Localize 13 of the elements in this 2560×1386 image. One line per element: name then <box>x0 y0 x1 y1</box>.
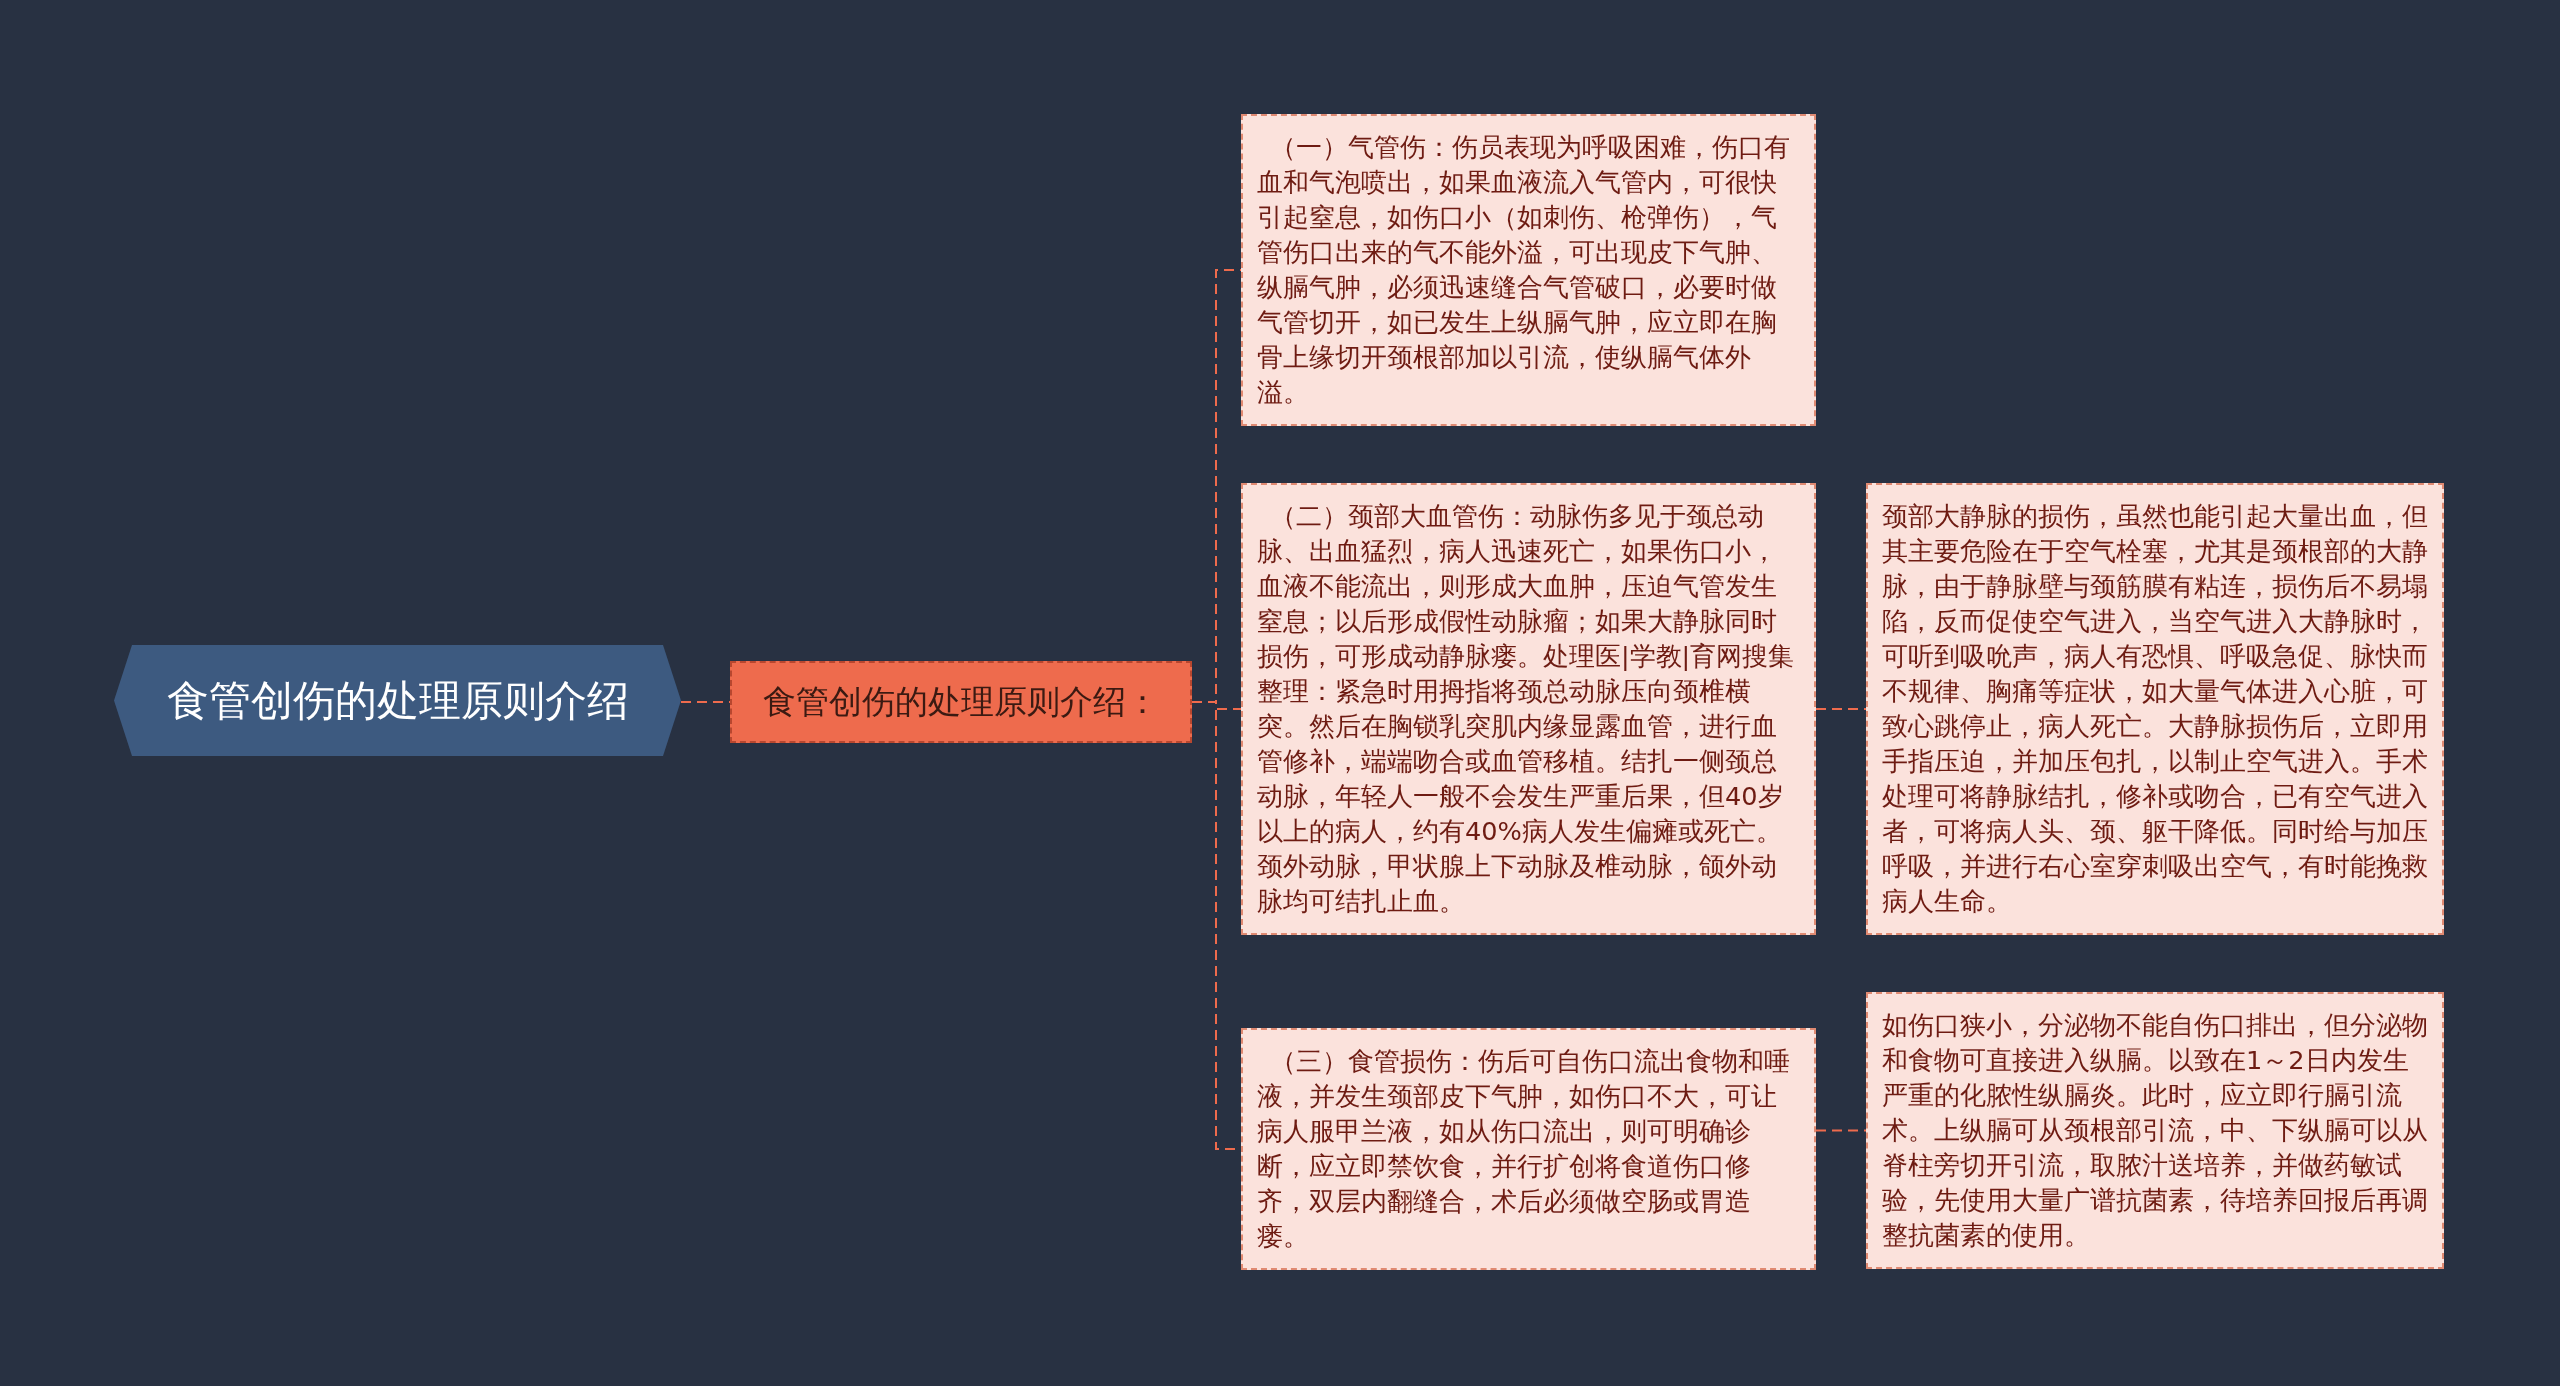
paragraph: （一）气管伤：伤员表现为呼吸困难，伤口有血和气泡喷出，如果血液流入气管内，可很快引起窒息，如伤口小（如刺伤、枪弹伤），气管伤口出来的气不能外溢，可出现皮下气肿、纵膈气肿，必须迅速缝合气管破口，必要时做气管切开，如已发生上纵膈气肿，应立即在胸骨上缘切开颈根部加以引流，使纵膈气体外溢。 <box>1257 131 1791 409</box>
paragraph: （二）颈部大血管伤：动脉伤多见于颈总动脉、出血猛烈，病人迅速死亡，如果伤口小，血液不能流出，则形成大血肿，压迫气管发生窒息；以后形成假性动脉瘤；如果大静脉同时损伤，可形成动静脉瘘。处理医|学教|育网搜集整理：紧急时用拇指将颈总动脉压向颈椎横突。然后在胸锁乳突肌内缘显露血管，进行血管修补，端端吻合或血管移植。结扎一侧颈总动脉，年轻人一般不会发生严重后果，但40岁以上的病人，约有40%病人发生偏瘫或死亡。颈外动脉，甲状腺上下动脉及椎动脉，颌外动脉均可结扎止血。 <box>1257 500 1796 918</box>
topic-box <box>730 661 1192 743</box>
connector <box>1815 708 1867 710</box>
paragraph: 如伤口狭小，分泌物不能自伤口排出，但分泌物和食物可直接进入纵膈。以致在1～2日内发生严重的化脓性纵膈炎。此时，应立即行膈引流术。上纵膈可从颈根部引流，中、下纵膈可以从脊柱旁切开引流，取脓汁送培养，并做药敏试验，先使用大量广谱抗菌素，待培养回报后再调整抗菌素的使用。 <box>1882 1009 2429 1252</box>
text-card <box>1241 1028 1816 1270</box>
paragraph: （三）食管损伤：伤后可自伤口流出食物和唾液，并发生颈部皮下气肿，如伤口不大，可让病人服甲兰液，如从伤口流出，则可明确诊断，应立即禁饮食，并行扩创将食道伤口修齐，双层内翻缝合，术后必须做空肠或胃造瘘。 <box>1257 1045 1791 1253</box>
root-title: 食管创伤的处理原则介绍 <box>166 674 629 727</box>
paragraph: 颈部大静脉的损伤，虽然也能引起大量出血，但其主要危险在于空气栓塞，尤其是颈根部的大静脉，由于静脉壁与颈筋膜有粘连，损伤后不易塌陷，反而促使空气进入，当空气进入大静脉时，可听到吸吮声，病人有恐惧、呼吸急促、脉快而不规律、胸痛等症状，如大量气体进入心脏，可致心跳停止，病人死亡。大静脉损伤后，立即用手指压迫，并加压包扎，以制止空气进入。手术处理可将静脉结扎，修补或吻合，已有空气进入者，可将病人头、颈、躯干降低。同时给与加压呼吸，并进行右心室穿刺吸出空气，有时能挽救病人生命。 <box>1882 500 2429 918</box>
topic-label: 食管创伤的处理原则介绍： <box>763 680 1159 723</box>
connector <box>1815 1129 1867 1132</box>
text-card <box>1241 114 1816 426</box>
text-card <box>1866 992 2444 1269</box>
